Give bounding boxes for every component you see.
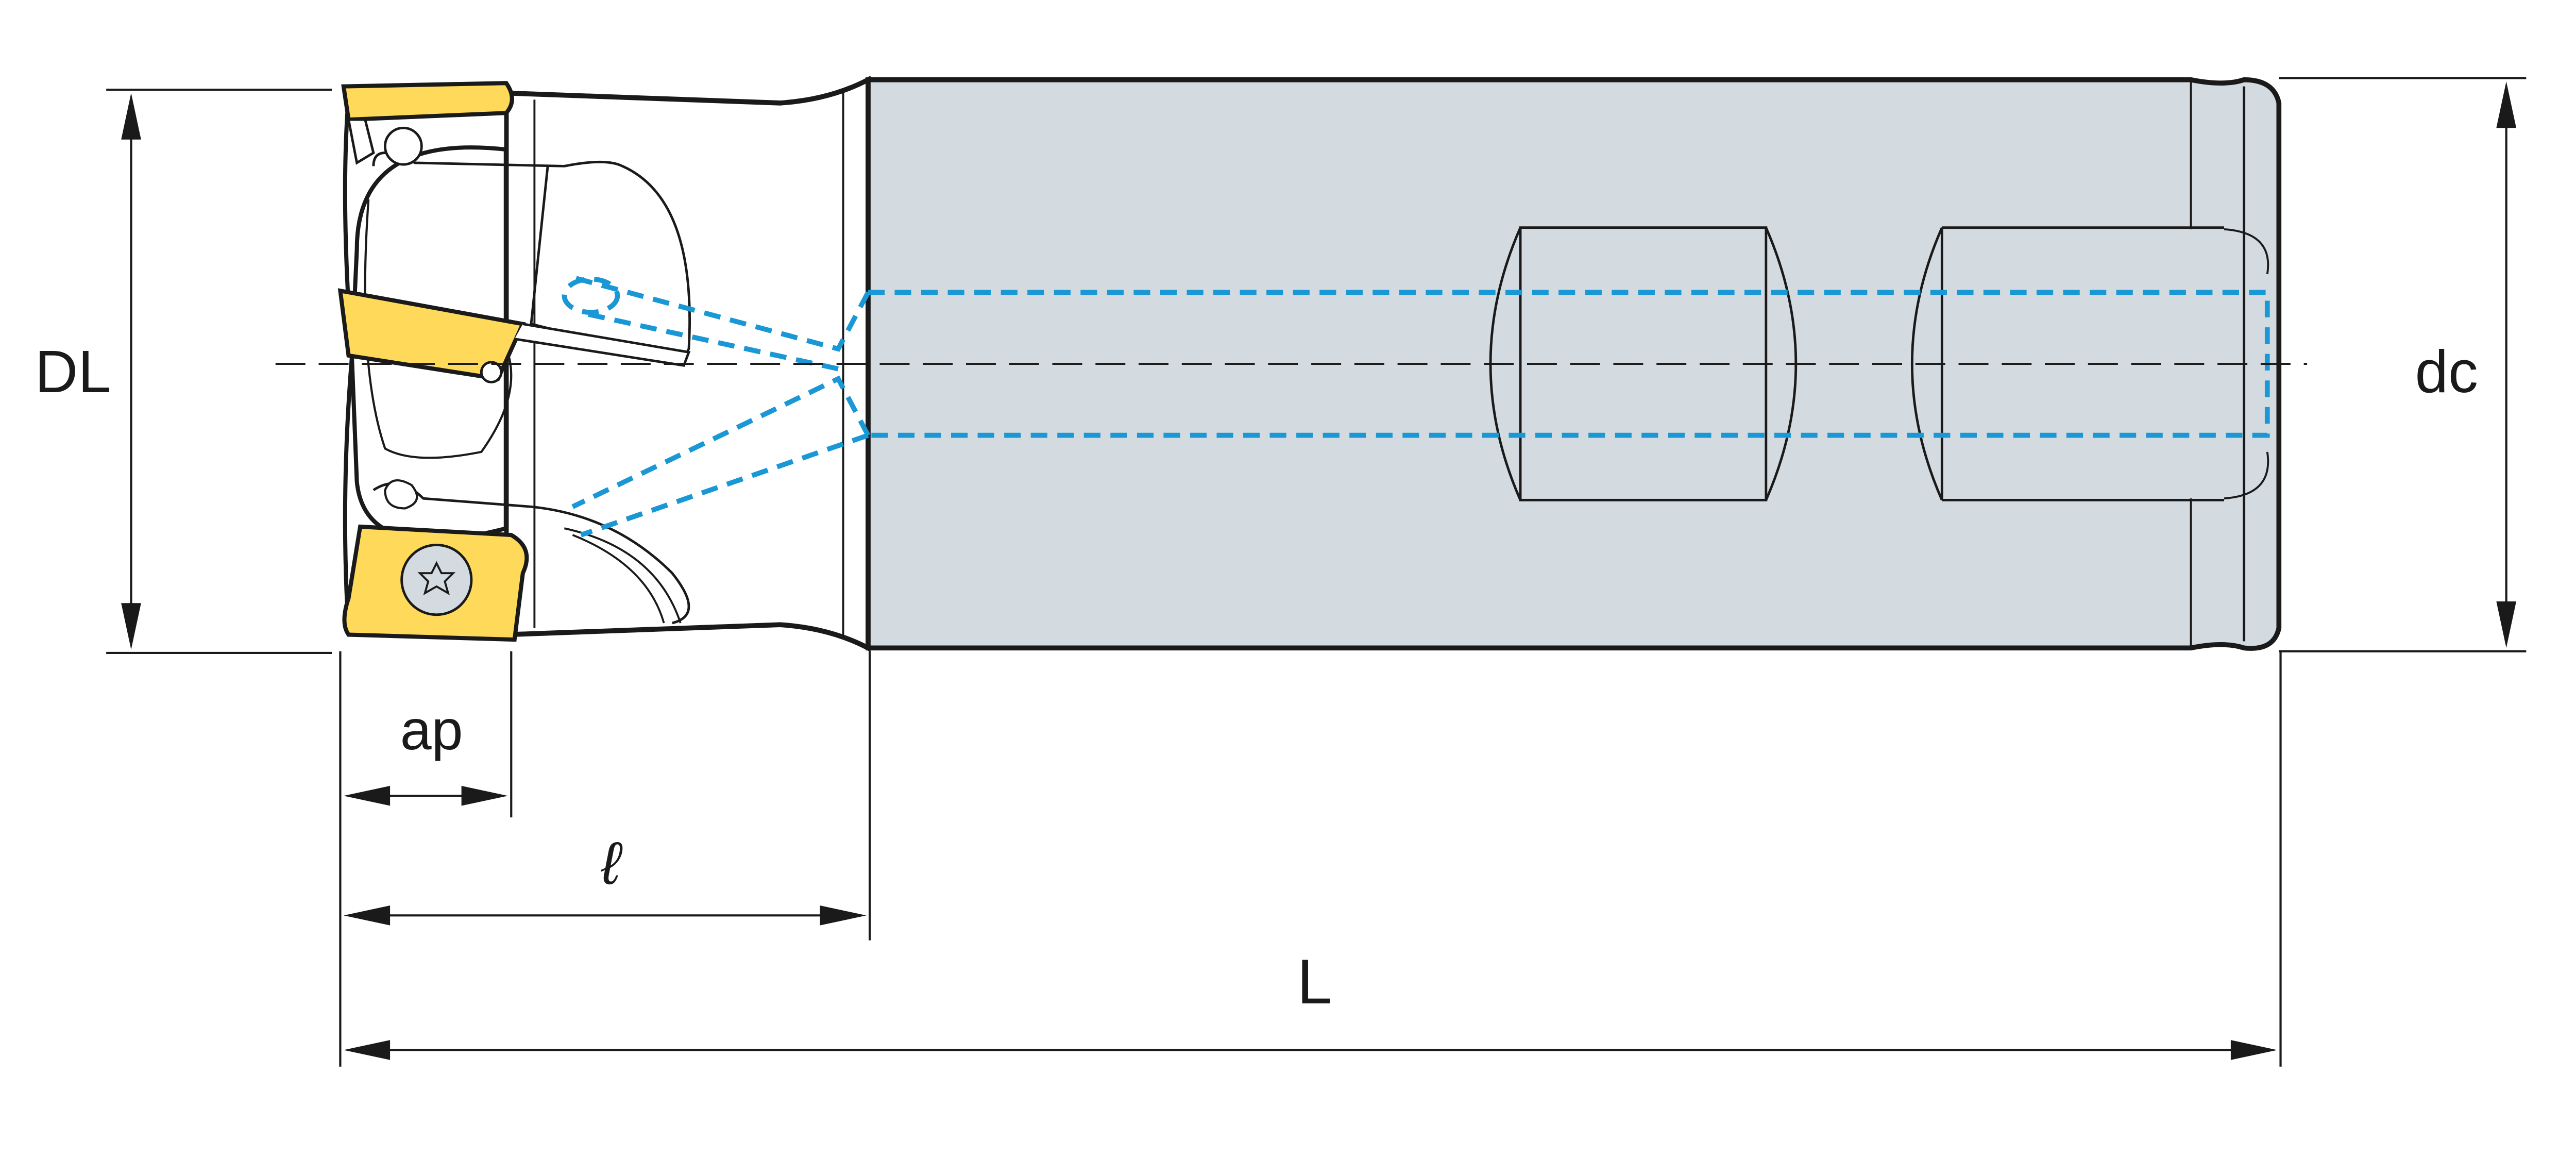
cutting-insert-middle — [337, 288, 691, 383]
insert-middle-nose — [480, 361, 503, 383]
coolant-branch-upper — [572, 275, 871, 372]
dimension-dl — [106, 88, 332, 654]
insert-top-body — [341, 81, 514, 122]
arrow-right-icon — [461, 785, 508, 806]
label-dc: dc — [2415, 338, 2478, 405]
arrow-right-icon — [2230, 1040, 2278, 1060]
label-l: ℓ — [601, 830, 623, 897]
arrow-up-icon — [121, 93, 141, 140]
dimension-l — [343, 651, 871, 941]
arrow-down-icon — [121, 603, 141, 650]
insert-middle-edge — [514, 323, 691, 367]
label-overall-length: L — [1297, 946, 1332, 1017]
arrow-left-icon — [343, 785, 391, 806]
chip-pocket-arc — [572, 534, 665, 624]
arrow-right-icon — [820, 905, 867, 926]
dimension-dc — [2279, 77, 2527, 652]
coolant-branch-lower — [571, 375, 871, 538]
arrow-up-icon — [2496, 81, 2517, 128]
label-dl: DL — [35, 338, 111, 405]
cutting-insert-top — [341, 81, 514, 165]
dimension-ap — [339, 651, 513, 1067]
arrow-left-icon — [343, 1040, 391, 1060]
clamp-detail-lower — [384, 479, 418, 510]
shank-end-curve — [2224, 451, 2269, 500]
insert-top-clamp — [347, 118, 375, 165]
torx-icon — [417, 561, 456, 595]
arrow-left-icon — [343, 905, 391, 926]
coolant-outlet-upper — [562, 276, 620, 315]
arrow-down-icon — [2496, 601, 2517, 648]
insert-screw — [400, 543, 473, 616]
shank-end-curve — [2224, 228, 2269, 275]
flat-left-arc — [1910, 227, 1943, 501]
label-ap: ap — [400, 699, 463, 762]
cutting-insert-bottom — [342, 524, 529, 642]
clamp-screw-upper — [384, 126, 423, 166]
dimension-overall-length — [343, 651, 2282, 1067]
